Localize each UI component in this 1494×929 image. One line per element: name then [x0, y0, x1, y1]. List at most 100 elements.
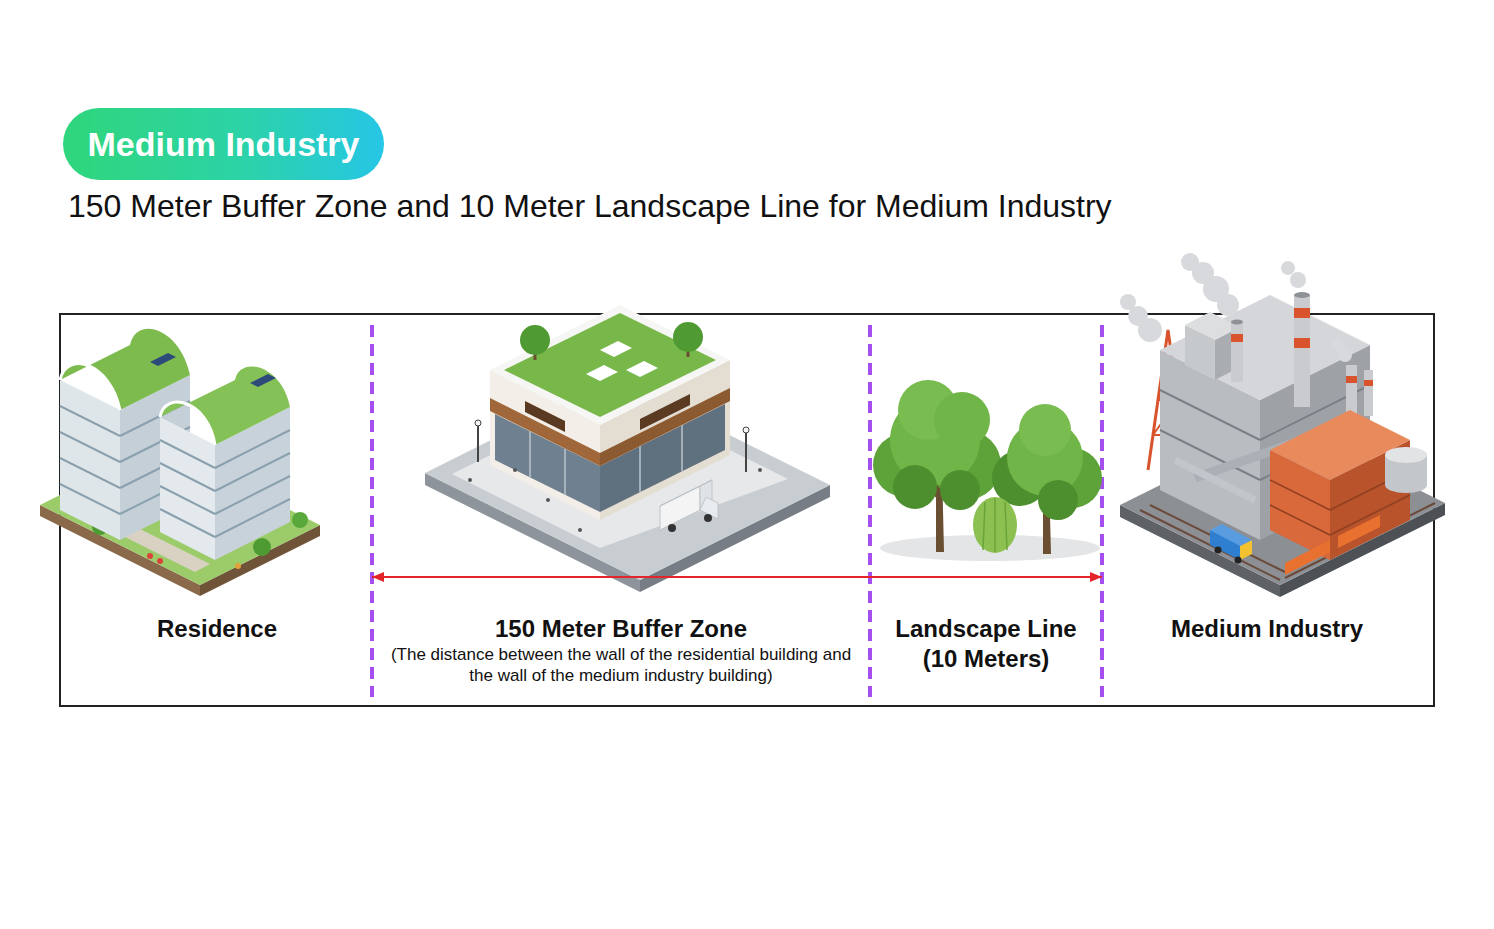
store-illustration-part — [600, 404, 725, 512]
zone-band: Residence — [62, 316, 372, 704]
factory-illustration-part — [1210, 524, 1252, 546]
residence-illustration-part — [160, 417, 215, 560]
store-illustration-part — [743, 427, 749, 433]
residence-illustration-part — [160, 430, 290, 537]
store-illustration-part — [639, 446, 641, 492]
factory-illustration-part — [1231, 322, 1243, 382]
residence-illustration-part — [253, 538, 271, 556]
zone-divider — [372, 325, 1102, 697]
factory-illustration-part — [1294, 292, 1310, 298]
residence-illustration-part — [292, 512, 308, 528]
zone-frame-part — [60, 314, 1434, 706]
residence-illustration-part — [60, 406, 120, 436]
tree-illustration-part — [1038, 480, 1078, 520]
residence-illustration-part — [147, 553, 153, 559]
zone-label: 150 Meter Buffer Zone — [495, 614, 747, 644]
store-illustration-part — [513, 468, 517, 472]
store-illustration-part — [626, 361, 658, 377]
residence-illustration-part — [215, 499, 290, 537]
residence-illustration-part — [160, 509, 215, 537]
residence-illustration-part — [157, 558, 163, 564]
residence-illustration-part — [60, 432, 120, 462]
factory-illustration-part — [1385, 447, 1427, 463]
factory-illustration-part — [1338, 515, 1380, 548]
store-illustration-part — [578, 528, 582, 532]
factory-illustration-part — [1235, 557, 1242, 564]
store-illustration-part — [525, 401, 565, 432]
zone-label-group: Landscape Line (10 Meters) — [870, 614, 1102, 674]
residence-illustration-part — [60, 380, 120, 540]
factory-illustration-part — [1294, 338, 1310, 348]
zone-frame — [60, 314, 1434, 706]
residence-illustration-part — [60, 458, 120, 488]
store-illustration-part — [745, 432, 747, 472]
store-illustration-part — [546, 498, 550, 502]
residence-illustration-part — [60, 364, 120, 410]
category-badge: Medium Industry — [63, 108, 384, 180]
factory-illustration-part — [1364, 380, 1373, 386]
residence-illustration-part — [250, 374, 276, 387]
residence-illustration-part — [160, 440, 215, 468]
factory-illustration-part — [1285, 540, 1330, 575]
store-illustration-part — [758, 468, 762, 472]
factory-illustration-part — [1160, 390, 1260, 440]
factory-illustration-part — [1281, 261, 1295, 275]
store-illustration-part — [468, 468, 762, 532]
zone-label: Landscape Line (10 Meters) — [884, 614, 1089, 674]
zone-band: 150 Meter Buffer Zone(The distance betwe… — [372, 316, 870, 704]
factory-illustration-part — [1346, 376, 1357, 383]
factory-illustration-part — [1294, 308, 1310, 318]
store-illustration-part — [490, 305, 730, 425]
residence-illustration-part — [160, 402, 215, 445]
store-illustration-part — [529, 431, 531, 477]
diagram-title: 150 Meter Buffer Zone and 10 Meter Lands… — [68, 187, 1112, 225]
store-illustration-part — [681, 425, 683, 471]
store-illustration-part — [564, 449, 566, 495]
residence-illustration-part — [150, 353, 176, 366]
residence-illustration-part — [160, 463, 215, 491]
zone-label: Medium Industry — [1171, 614, 1363, 644]
factory-illustration-part — [1231, 320, 1243, 325]
factory-illustration-part — [1181, 253, 1199, 271]
zone-label-group: Residence — [62, 614, 372, 644]
store-illustration-part — [668, 524, 676, 532]
tree-illustration-part — [1019, 404, 1071, 456]
zone-label-group: Medium Industry — [1102, 614, 1432, 644]
tree-illustration-part — [940, 470, 980, 510]
tree-illustration-part — [994, 498, 996, 552]
store-illustration-part — [477, 425, 479, 462]
factory-illustration-part — [1120, 294, 1136, 310]
factory-illustration-part — [1270, 505, 1330, 535]
zone-label-group: 150 Meter Buffer Zone(The distance betwe… — [372, 614, 870, 686]
zone-note: (The distance between the wall of the re… — [386, 644, 856, 686]
store-illustration-part — [704, 514, 712, 522]
store-illustration-part — [660, 486, 700, 530]
zone-divider-part — [868, 325, 872, 697]
residence-illustration-part — [60, 329, 190, 410]
factory-illustration-part — [1215, 547, 1222, 554]
store-illustration-part — [520, 325, 550, 355]
factory-illustration-part — [1346, 365, 1357, 417]
store-illustration-part — [504, 313, 716, 417]
badge-label: Medium Industry — [87, 124, 359, 164]
tree-illustration-part — [934, 392, 990, 448]
factory-illustration-part — [1364, 370, 1373, 416]
tree-illustration-part — [893, 465, 937, 509]
factory-illustration-part — [1332, 339, 1344, 351]
zone-divider-part — [1100, 325, 1104, 697]
factory-illustration-part — [1270, 480, 1330, 510]
store-illustration-part — [468, 478, 472, 482]
factory-illustration-part — [1160, 295, 1370, 400]
residence-illustration-part — [160, 366, 290, 445]
tree-illustration-part — [983, 502, 985, 550]
tree-illustration-part — [1005, 502, 1007, 550]
factory-illustration-part — [1294, 295, 1310, 407]
store-illustration-part — [673, 322, 703, 352]
factory-illustration — [1120, 253, 1445, 597]
residence-illustration — [40, 329, 320, 596]
tree-illustration-part — [973, 497, 1017, 553]
factory-illustration-part — [1385, 477, 1427, 493]
residence-illustration-part — [215, 453, 290, 491]
